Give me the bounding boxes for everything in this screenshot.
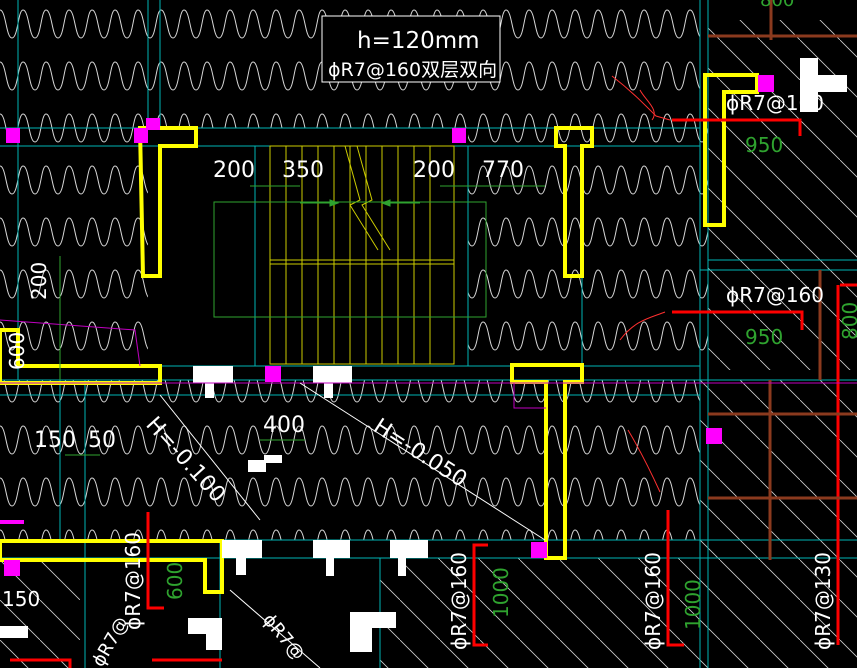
length-label: 950 <box>745 325 783 349</box>
columns <box>0 75 774 576</box>
dimension-lines <box>59 185 545 456</box>
rebar-label-vertical: ϕR7@130 <box>811 552 835 650</box>
length-label-vertical: 600 <box>163 562 187 600</box>
stair-well <box>160 128 460 366</box>
rebar-label: ϕR7@160 <box>726 91 824 115</box>
title-box-bg <box>321 15 501 83</box>
dim-label: 200 <box>213 158 255 183</box>
rebar-label-partial: ϕR7@ <box>88 613 133 668</box>
dim-label: 150 <box>2 587 40 611</box>
dim-label: 150 <box>34 428 76 453</box>
magenta-lines <box>0 319 857 409</box>
rebar-lines <box>10 118 857 668</box>
dim-label: 350 <box>282 158 324 183</box>
length-label-vertical: 1000 <box>489 567 513 618</box>
dim-label-vertical: 600 <box>5 332 29 370</box>
rebar-label-vertical: ϕR7@160 <box>447 552 471 650</box>
white-blocks <box>0 58 847 652</box>
rebar-label: ϕR7@160 <box>726 283 824 307</box>
dim-label: 770 <box>482 158 524 183</box>
dim-label: 200 <box>413 158 455 183</box>
leader-sketches <box>611 75 671 493</box>
length-label-vertical: 1000 <box>681 579 705 630</box>
dim-label: 400 <box>263 413 305 438</box>
rebar-label-vertical: ϕR7@160 <box>121 532 145 630</box>
length-label-partial: 800 <box>760 0 794 11</box>
beam-lines <box>708 0 857 560</box>
length-label-vertical: 800 <box>838 302 857 340</box>
slab-thickness-label: h=120mm <box>357 28 480 54</box>
stair-landing-lines <box>213 199 487 318</box>
dim-label-vertical: 200 <box>27 262 51 300</box>
level-leaders <box>159 382 546 668</box>
dim-label: 50 <box>88 428 116 453</box>
length-label: 950 <box>745 133 783 157</box>
rebar-label-vertical: ϕR7@160 <box>641 552 665 650</box>
slab-rebar-label: ϕR7@160双层双向 <box>328 59 497 81</box>
rebar-label-partial: ϕR7@ <box>258 610 309 665</box>
